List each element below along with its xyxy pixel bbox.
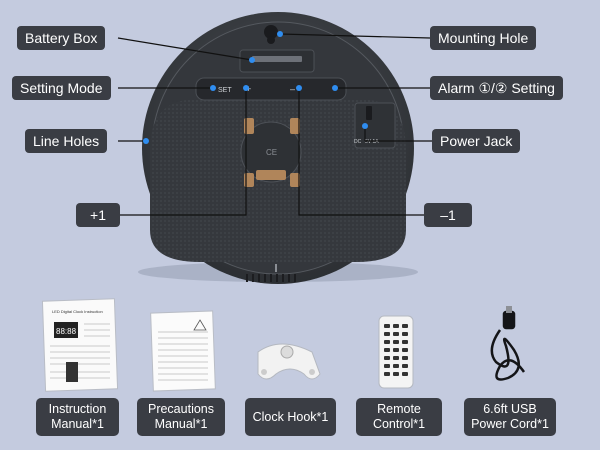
clock-hook-image [257,343,321,380]
battery-box-label: Battery Box [17,26,106,50]
dc-voltage-text: 5V 1A [365,139,379,145]
accessory-remote-control: Remote Control*1 [356,398,442,436]
manual-title-text: LED Digital Clock Instruction [52,309,103,314]
line-holes-label: Line Holes [25,129,108,153]
minus-button-text: – [290,84,295,94]
minus-one-label: –1 [424,203,472,227]
remote-control-image [378,315,414,389]
accessory-label: 6.6ft USB Power Cord*1 [471,402,549,431]
leader-lines [117,33,432,216]
accessory-precautions-manual: Precautions Manual*1 [137,398,225,436]
set-button-text: SET [218,87,232,94]
accessory-label: Remote Control*1 [372,402,426,431]
accessory-clock-hook: Clock Hook*1 [245,398,336,436]
instruction-manual-image: LED Digital Clock Instruction 88:88 [41,298,119,392]
accessory-usb-cord: 6.6ft USB Power Cord*1 [464,398,556,436]
clock-back-body [138,12,418,284]
accessory-instruction-manual: Instruction Manual*1 [36,398,119,436]
callout-dots [143,31,368,144]
setting-mode-label: Setting Mode [12,76,111,100]
power-jack-label: Power Jack [432,129,521,153]
accessory-label: Precautions Manual*1 [147,402,214,431]
alarm-setting-label: Alarm ①/② Setting [430,76,563,100]
accessory-label: Instruction Manual*1 [48,402,107,431]
usb-cord-image [490,306,526,381]
dc-text: DC [354,139,362,145]
mounting-hole-label: Mounting Hole [430,26,537,50]
precautions-manual-image [150,310,216,392]
manual-digit-display: 88:88 [56,327,77,336]
plus-one-label: +1 [76,203,120,227]
ce-mark: CE [266,148,277,157]
accessory-label: Clock Hook*1 [252,409,329,424]
